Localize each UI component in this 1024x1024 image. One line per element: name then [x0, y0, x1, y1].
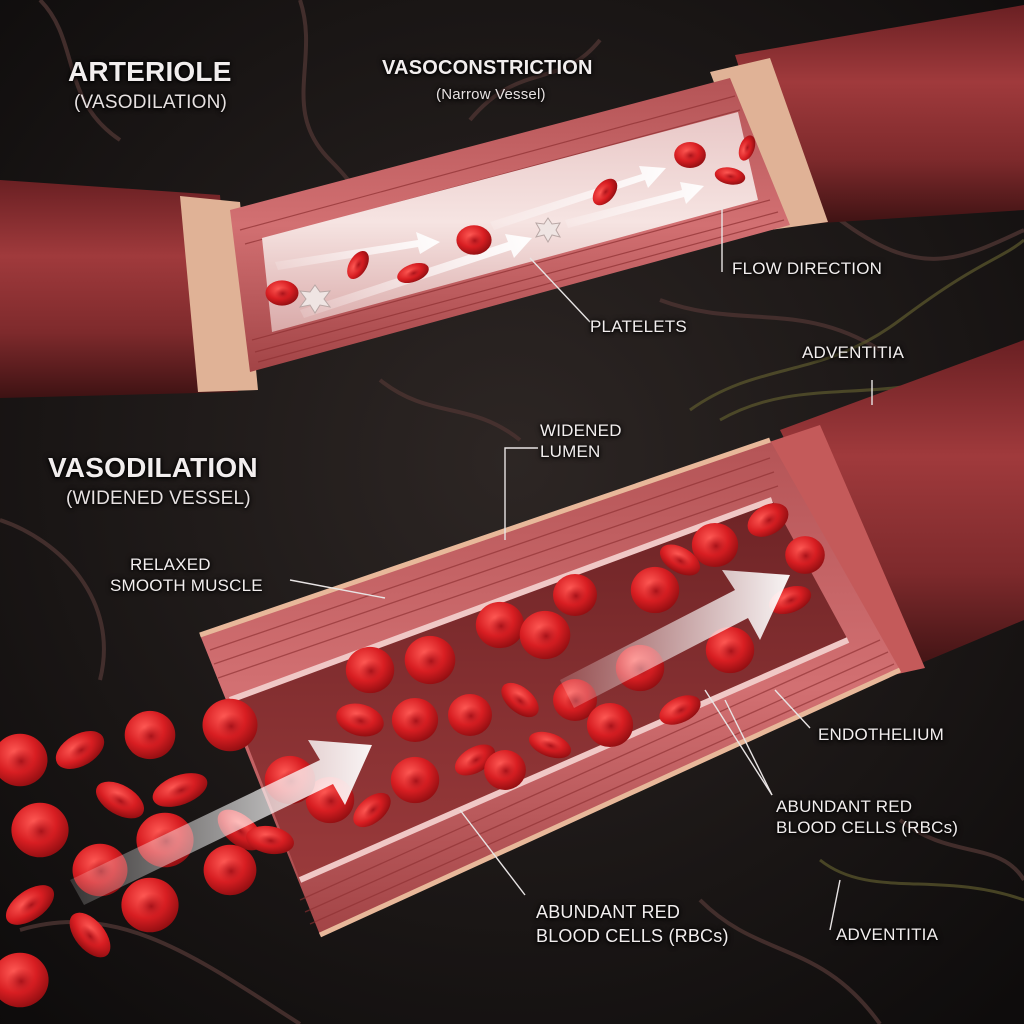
abundant-rbc-bottom-line2: BLOOD CELLS (RBCs) [536, 926, 729, 946]
widened-flow-arrow [560, 570, 790, 708]
flow-arrow [490, 166, 666, 230]
red-blood-cell [390, 756, 440, 804]
red-blood-cell [785, 536, 825, 574]
arteriole-title: ARTERIOLE [68, 56, 232, 87]
platelets [298, 217, 562, 314]
adventitia-edge [318, 667, 902, 938]
widened-lumen-label: WIDENED LUMEN [540, 420, 622, 462]
red-blood-cell [203, 844, 257, 896]
red-blood-cell [448, 694, 492, 736]
red-blood-cell [345, 646, 395, 694]
red-blood-cell [630, 566, 680, 614]
abundant-rbc-right-line1: ABUNDANT RED [776, 797, 913, 816]
red-blood-cell [124, 710, 176, 760]
flow-direction-label: FLOW DIRECTION [732, 259, 883, 278]
red-blood-cell [586, 702, 634, 748]
red-blood-cell [391, 697, 439, 743]
widened-vessel-muscle-fibers [209, 457, 895, 925]
red-blood-cell [265, 280, 299, 306]
narrow-vessel-left-segment [0, 180, 238, 398]
widened-lumen [230, 500, 848, 880]
abundant-rbc-bottom-line1: ABUNDANT RED [536, 902, 681, 922]
adventitia-label-bottom: ADVENTITIA [836, 925, 939, 944]
vasoconstriction-title: VASOCONSTRICTION [382, 57, 593, 79]
widened-lumen-line1: WIDENED [540, 421, 622, 440]
red-blood-cell [456, 225, 492, 255]
widened-vessel-cut-face [760, 425, 925, 680]
platelet [534, 217, 562, 244]
narrow-vessel [0, 5, 1024, 398]
abundant-rbc-right-line2: BLOOD CELLS (RBCs) [776, 818, 959, 837]
flow-arrow [275, 232, 440, 270]
red-blood-cell [519, 610, 571, 660]
vasodilation-subtitle: (WIDENED VESSEL) [66, 488, 251, 509]
red-blood-cell [121, 877, 179, 933]
endothelium-label: ENDOTHELIUM [818, 725, 944, 744]
adventitia-edge [199, 437, 771, 638]
arteriole-subtitle: (VASODILATION) [74, 92, 228, 113]
platelets-label: PLATELETS [590, 317, 687, 336]
vasoconstriction-subtitle: (Narrow Vessel) [436, 86, 546, 103]
red-blood-cell [691, 522, 739, 568]
red-blood-cell [11, 802, 69, 858]
red-blood-cell [553, 574, 597, 616]
red-blood-cell [674, 141, 706, 169]
red-blood-cell [404, 635, 456, 685]
adventitia-label-top: ADVENTITIA [802, 343, 905, 362]
relaxed-smooth-muscle-line1: RELAXED [130, 555, 211, 574]
abundant-rbc-label-right: ABUNDANT RED BLOOD CELLS (RBCs) [776, 796, 958, 838]
relaxed-smooth-muscle-label: RELAXED SMOOTH MUSCLE [110, 554, 263, 596]
red-blood-cell [202, 698, 258, 752]
endothelium-lower [298, 637, 850, 883]
endothelium-upper [228, 497, 774, 703]
narrow-vessel-right-ring [710, 58, 828, 230]
widened-vessel-right-segment [780, 340, 1024, 672]
red-blood-cell [484, 750, 526, 790]
abundant-rbc-label-bottom: ABUNDANT RED BLOOD CELLS (RBCs) [536, 900, 729, 948]
widened-lumen-line2: LUMEN [540, 442, 601, 461]
red-blood-cell [475, 601, 525, 649]
widened-vessel [199, 340, 1024, 938]
platelet [298, 284, 332, 314]
leader-lines [289, 208, 873, 931]
outflow-arrow [70, 740, 372, 905]
relaxed-smooth-muscle-line2: SMOOTH MUSCLE [109, 576, 263, 595]
flow-arrow [565, 182, 704, 228]
vasodilation-title: VASODILATION [48, 452, 258, 483]
